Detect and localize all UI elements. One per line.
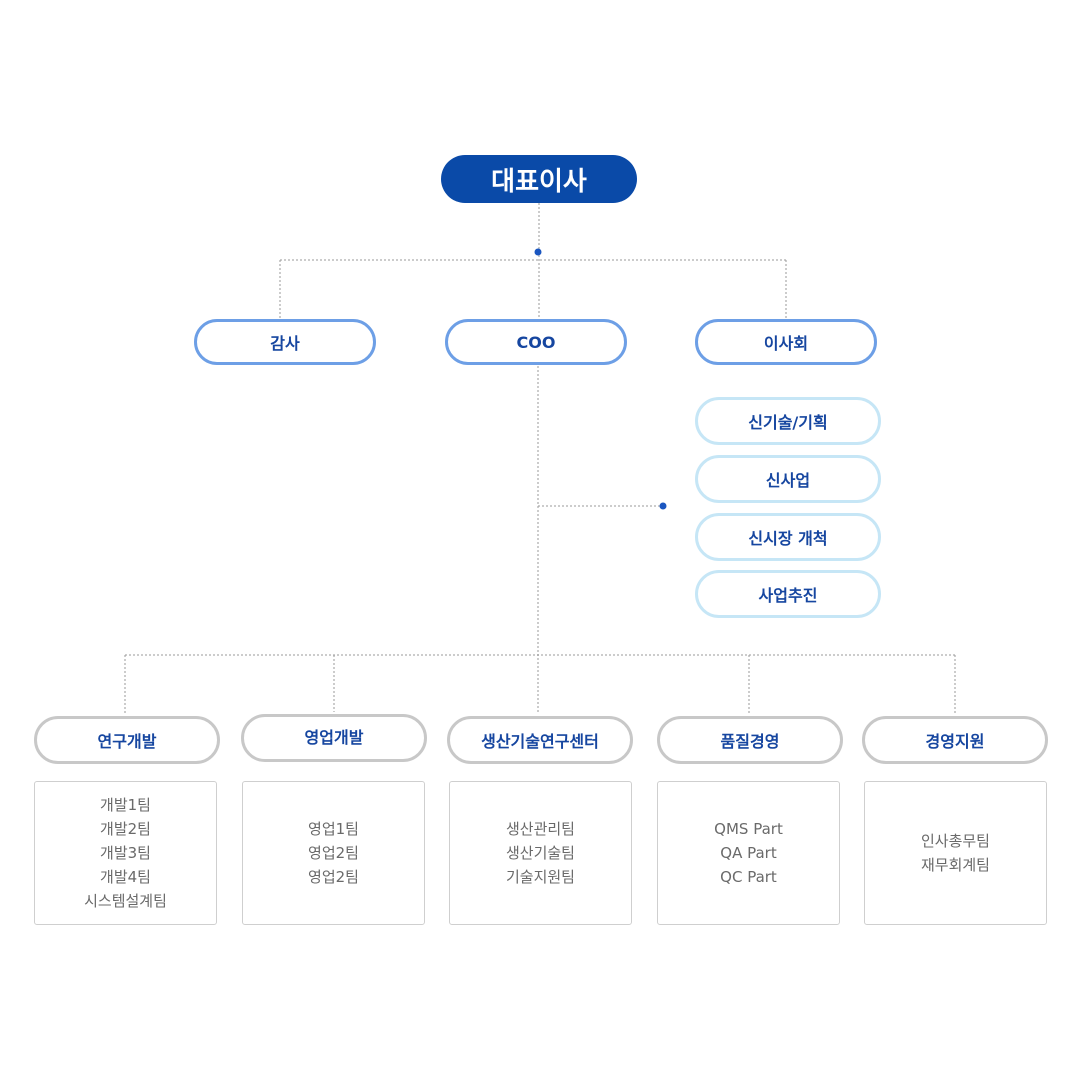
team-box-sales: 영업1팀 영업2팀 영업2팀: [242, 781, 425, 925]
board-unit-new-tech: 신기술/기획: [695, 397, 881, 445]
board-unit-new-business: 신사업: [695, 455, 881, 503]
team-item: 기술지원팀: [505, 868, 575, 886]
team-item: 개발3팀: [100, 844, 151, 862]
team-item: 인사총무팀: [920, 832, 990, 850]
dept-production-tech: 생산기술연구센터: [447, 716, 633, 764]
team-item: 개발2팀: [100, 820, 151, 838]
ceo-node: 대표이사: [441, 155, 637, 203]
team-item: 영업2팀: [308, 868, 359, 886]
team-box-management-support: 인사총무팀 재무회계팀: [864, 781, 1047, 925]
dept-quality: 품질경영: [657, 716, 843, 764]
team-item: 개발1팀: [100, 796, 151, 814]
team-item: QA Part: [720, 844, 777, 862]
team-item: 재무회계팀: [920, 856, 990, 874]
team-box-quality: QMS Part QA Part QC Part: [657, 781, 840, 925]
board-branch-dot: [659, 502, 667, 510]
board-unit-business-promotion: 사업추진: [695, 570, 881, 618]
ceo-junction-dot: [534, 248, 542, 256]
team-item: 생산기술팀: [505, 844, 575, 862]
board-unit-new-market: 신시장 개척: [695, 513, 881, 561]
coo-node: COO: [445, 319, 627, 365]
team-item: 생산관리팀: [505, 820, 575, 838]
team-item: QMS Part: [714, 820, 783, 838]
team-item: 개발4팀: [100, 868, 151, 886]
team-item: 영업2팀: [308, 844, 359, 862]
audit-node: 감사: [194, 319, 376, 365]
team-box-production-tech: 생산관리팀 생산기술팀 기술지원팀: [449, 781, 632, 925]
team-box-rnd: 개발1팀 개발2팀 개발3팀 개발4팀 시스템설계팀: [34, 781, 217, 925]
team-item: 영업1팀: [308, 820, 359, 838]
team-item: 시스템설계팀: [84, 892, 167, 910]
board-node: 이사회: [695, 319, 877, 365]
dept-rnd: 연구개발: [34, 716, 220, 764]
dept-management-support: 경영지원: [862, 716, 1048, 764]
dept-sales: 영업개발: [241, 714, 427, 762]
team-item: QC Part: [720, 868, 777, 886]
